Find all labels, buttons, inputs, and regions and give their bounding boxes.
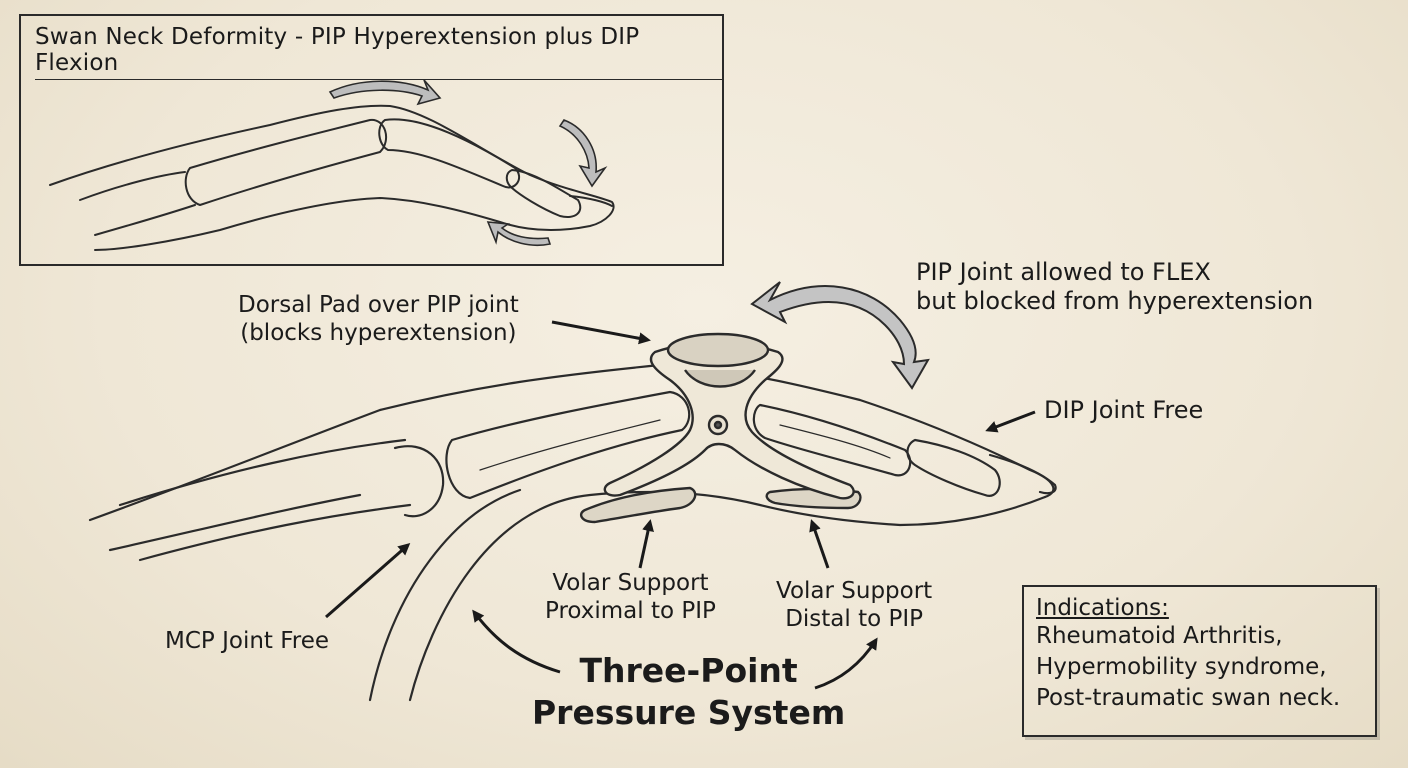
- label-mcp-free: MCP Joint Free: [165, 628, 330, 654]
- label-pip-flex-line1: PIP Joint allowed to FLEX: [916, 258, 1211, 286]
- label-volar-proximal-line1: Volar Support: [552, 570, 709, 596]
- label-volar-distal-line1: Volar Support: [776, 578, 933, 604]
- inset-panel: Swan Neck Deformity - PIP Hyperextension…: [19, 14, 724, 266]
- indication-item: Hypermobility syndrome,: [1036, 654, 1327, 680]
- pointer-arrows: [325, 320, 1036, 690]
- arrow-volar-distal: [809, 519, 830, 569]
- arrow-mcp-free: [325, 543, 411, 619]
- arrow-three-point-left: [472, 609, 561, 674]
- label-pip-flex-line2: but blocked from hyperextension: [916, 286, 1314, 315]
- label-dorsal-pad-line1: Dorsal Pad over PIP joint: [238, 292, 519, 318]
- arrow-three-point-right: [814, 637, 878, 690]
- inset-title: Swan Neck Deformity - PIP Hyperextension…: [35, 24, 722, 80]
- label-three-point: Three-Point Pressure System: [532, 650, 845, 734]
- indication-item: Post-traumatic swan neck.: [1036, 685, 1341, 711]
- arrow-dip-free: [985, 410, 1036, 433]
- inset-motion-arrows: [328, 79, 608, 247]
- label-dip-free: DIP Joint Free: [1044, 396, 1204, 424]
- label-dorsal-pad: Dorsal Pad over PIP joint (blocks hypere…: [238, 292, 519, 347]
- arrow-dorsal-pad: [551, 320, 651, 345]
- label-volar-proximal: Volar Support Proximal to PIP: [545, 570, 716, 625]
- ring-splint: [579, 332, 862, 524]
- label-volar-distal: Volar Support Distal to PIP: [776, 578, 932, 633]
- label-three-point-line1: Three-Point: [579, 651, 798, 690]
- label-pip-flex: PIP Joint allowed to FLEX but blocked fr…: [916, 258, 1313, 316]
- pip-flex-double-arrow: [750, 281, 930, 390]
- arrow-volar-proximal: [638, 519, 654, 569]
- indications-title: Indications:: [1036, 595, 1169, 621]
- indications-panel: Indications: Rheumatoid Arthritis, Hyper…: [1022, 585, 1377, 737]
- label-volar-proximal-line2: Proximal to PIP: [545, 597, 716, 624]
- inset-finger-drawing: [49, 104, 615, 251]
- label-dorsal-pad-line2: (blocks hyperextension): [240, 319, 517, 346]
- label-three-point-line2: Pressure System: [532, 693, 846, 732]
- indication-item: Rheumatoid Arthritis,: [1036, 623, 1283, 649]
- label-volar-distal-line2: Distal to PIP: [785, 605, 924, 632]
